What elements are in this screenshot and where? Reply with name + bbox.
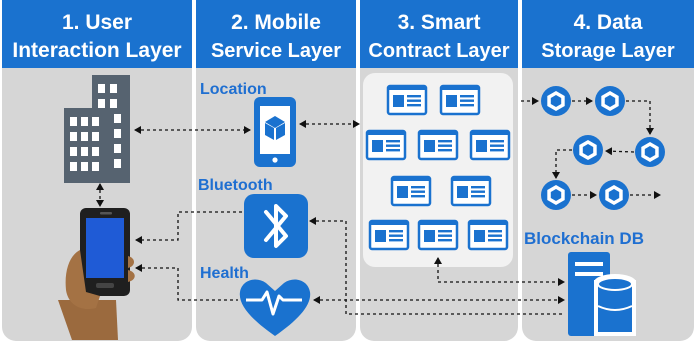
contract-icon xyxy=(469,129,511,161)
contract-icon xyxy=(386,84,428,116)
health-label: Health xyxy=(200,265,249,282)
layer-1-header: 1. User Interaction Layer xyxy=(2,0,192,68)
layer-3-title-line1: 3. Smart xyxy=(398,11,481,34)
block-icon xyxy=(635,137,665,167)
layer-2-header: 2. Mobile Service Layer xyxy=(196,0,356,68)
block-icon xyxy=(541,86,571,116)
layer-2-column xyxy=(196,0,356,341)
contract-icon xyxy=(450,175,492,207)
layer-3-title-line2: Contract Layer xyxy=(368,40,509,62)
contract-icon xyxy=(439,84,481,116)
contract-icon xyxy=(368,219,410,251)
layer-3-header: 3. Smart Contract Layer xyxy=(360,0,518,68)
block-icon xyxy=(573,135,603,165)
bluetooth-icon xyxy=(244,194,308,258)
health-heart-icon xyxy=(239,279,311,336)
layer-2-title-line1: 2. Mobile xyxy=(231,11,321,34)
location-label: Location xyxy=(200,81,267,98)
contract-panel xyxy=(363,73,513,267)
block-icon xyxy=(595,86,625,116)
layer-1-title-line2: Interaction Layer xyxy=(12,39,181,62)
contract-icon xyxy=(417,129,459,161)
contract-icon xyxy=(467,219,509,251)
block-icon xyxy=(541,180,571,210)
contract-icon xyxy=(365,129,407,161)
smartphone-icon xyxy=(58,208,135,340)
contract-icon xyxy=(390,175,432,207)
block-icon xyxy=(599,180,629,210)
layer-1-title-line1: 1. User xyxy=(62,11,132,34)
layer-4-title-line1: 4. Data xyxy=(574,11,643,34)
blockchain-links xyxy=(521,97,661,199)
layer-4-header: 4. Data Storage Layer xyxy=(522,0,694,68)
contract-icon xyxy=(417,219,459,251)
blockchain-db-label: Blockchain DB xyxy=(524,229,644,248)
database-server-icon xyxy=(568,252,636,336)
bluetooth-label: Bluetooth xyxy=(198,177,273,194)
connectors xyxy=(96,120,565,315)
building-icon xyxy=(64,75,130,183)
layer-4-column xyxy=(522,0,694,341)
layer-4-title-line2: Storage Layer xyxy=(541,40,675,62)
layer-2-title-line2: Service Layer xyxy=(211,40,341,62)
location-phone-icon xyxy=(254,97,296,167)
